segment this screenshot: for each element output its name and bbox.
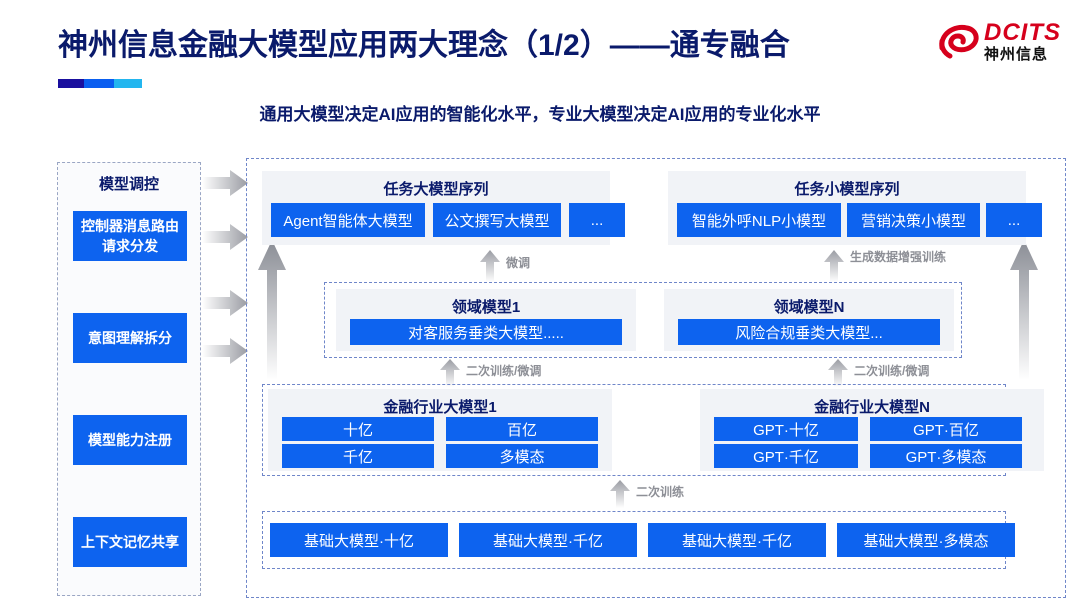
model-stack-container [246,158,1066,598]
arrow-label-retrain-center: 二次训练 [636,485,685,499]
page-header: 神州信息金融大模型应用两大理念（1/2）——通专融合 DCITS 神州信息 通用… [0,0,1080,124]
base-model-box-qianyi-1[interactable]: 基础大模型·千亿 [459,523,637,557]
task-box-outbound-nlp-small[interactable]: 智能外呼NLP小模型 [677,203,841,237]
base-model-box-shiyi[interactable]: 基础大模型·十亿 [270,523,448,557]
task-box-marketing-decision[interactable]: 营销决策小模型 [847,203,980,237]
flow-arrow-up-gendata-right [824,250,844,282]
dcits-swirl-logo-icon [939,24,979,59]
arrow-label-retrain-finetune-left: 二次训练/微调 [466,364,542,378]
task-large-model-panel: 任务大模型序列 Agent智能体大模型 公文撰写大模型 ... [262,171,625,245]
industry-1-box-baiyi[interactable]: 百亿 [446,417,598,441]
control-panel-title: 模型调控 [98,176,159,193]
industry-n-box-gpt-qianyi[interactable]: GPT·千亿 [714,444,858,468]
industry-model-n-title: 金融行业大模型N [814,399,930,416]
arrow-label-retrain-finetune-right: 二次训练/微调 [854,364,930,378]
control-item-intent-parsing[interactable]: 意图理解拆分 [73,313,187,363]
industry-1-box-qianyi[interactable]: 千亿 [282,444,434,468]
task-box-document-writing[interactable]: 公文撰写大模型 [433,203,561,237]
control-item-capability-registry[interactable]: 模型能力注册 [73,415,187,465]
domain-model-n-panel: 领域模型N 风险合规垂类大模型... [664,289,954,351]
industry-model-1-title: 金融行业大模型1 [383,399,497,416]
control-panel: 模型调控 控制器消息路由请求分发 意图理解拆分 模型能力注册 上下文记忆共享 [57,162,201,596]
domain-model-n-box[interactable]: 风险合规垂类大模型... [678,319,940,345]
task-box-agent-large-model[interactable]: Agent智能体大模型 [271,203,425,237]
industry-1-box-shiyi[interactable]: 十亿 [282,417,434,441]
task-box-more-ellipsis-right[interactable]: ... [986,203,1042,237]
industry-n-box-gpt-multimodal[interactable]: GPT·多模态 [870,444,1022,468]
flow-arrow-right-1 [202,170,248,196]
task-large-model-title: 任务大模型序列 [383,181,489,198]
industry-n-box-gpt-shiyi[interactable]: GPT·十亿 [714,417,858,441]
flow-arrow-right-4 [202,338,248,364]
control-item-message-routing[interactable]: 控制器消息路由请求分发 [73,211,187,261]
logo-brand-cn-text: 神州信息 [984,46,1049,63]
flow-arrow-up-left-tall [258,240,286,380]
task-small-model-title: 任务小模型序列 [794,181,900,198]
industry-model-1-panel: 金融行业大模型1 十亿 百亿 千亿 多模态 [268,389,612,471]
industry-n-box-gpt-baiyi[interactable]: GPT·百亿 [870,417,1022,441]
task-small-model-panel: 任务小模型序列 智能外呼NLP小模型 营销决策小模型 ... [668,171,1042,245]
domain-model-1-panel: 领域模型1 对客服务垂类大模型..... [336,289,636,351]
domain-model-n-title: 领域模型N [773,299,845,316]
page-title: 神州信息金融大模型应用两大理念（1/2）——通专融合 [58,29,790,62]
title-underline-decoration [58,79,142,88]
base-model-box-multimodal[interactable]: 基础大模型·多模态 [837,523,1015,557]
flow-arrow-right-3 [202,290,248,316]
domain-model-1-box[interactable]: 对客服务垂类大模型..... [350,319,622,345]
diagram-canvas: 模型调控 控制器消息路由请求分发 意图理解拆分 模型能力注册 上下文记忆共享 任… [0,148,1080,608]
page-subtitle: 通用大模型决定AI应用的智能化水平，专业大模型决定AI应用的专业化水平 [259,105,821,124]
company-logo: DCITS 神州信息 [936,18,1064,74]
flow-arrow-up-retrain-center [610,480,630,508]
flow-arrow-up-retrain-left [440,359,460,387]
control-item-context-memory[interactable]: 上下文记忆共享 [73,517,187,567]
flow-arrow-up-finetune-left [480,250,500,282]
rule-segment-2 [84,79,114,88]
industry-1-box-multimodal[interactable]: 多模态 [446,444,598,468]
industry-model-n-panel: 金融行业大模型N GPT·十亿 GPT·百亿 GPT·千亿 GPT·多模态 [700,389,1044,471]
base-model-box-qianyi-2[interactable]: 基础大模型·千亿 [648,523,826,557]
task-box-more-ellipsis-left[interactable]: ... [569,203,625,237]
flow-arrow-up-right-tall [1010,240,1038,380]
arrow-label-gendata-right: 生成数据增强训练 [850,250,947,264]
arrow-label-finetune-left: 微调 [506,256,531,270]
rule-segment-3 [114,79,142,88]
rule-segment-1 [58,79,84,88]
logo-brand-text: DCITS [984,19,1061,46]
flow-arrow-right-2 [202,224,248,250]
domain-model-container [324,282,962,358]
domain-model-1-title: 领域模型1 [451,299,521,316]
flow-arrow-up-retrain-right [828,359,848,387]
